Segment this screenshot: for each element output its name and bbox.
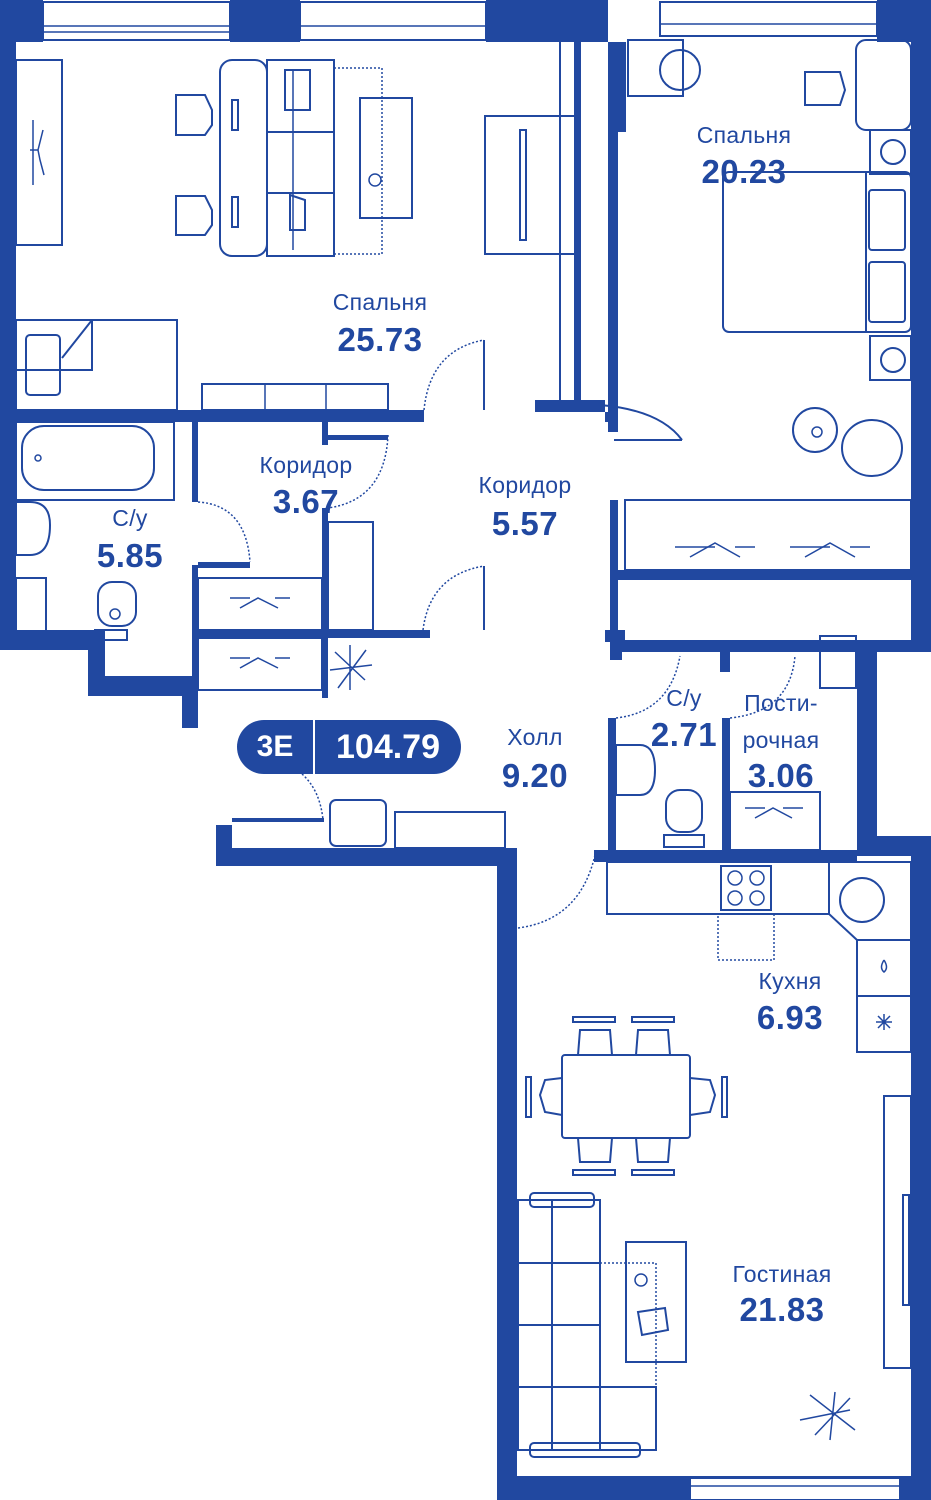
windows xyxy=(42,1,901,1500)
room-name-bathroom-small: С/у xyxy=(666,685,702,711)
badge-divider xyxy=(313,720,315,774)
room-name-laundry-line1: Пости- xyxy=(744,690,818,716)
room-area-hall: 9.20 xyxy=(501,757,569,794)
room-name-hall: Холл xyxy=(507,724,563,750)
bathroom-big-fixtures xyxy=(15,421,175,641)
room-area-bedroom-small: 20.23 xyxy=(701,153,787,190)
hall-furniture xyxy=(301,773,596,929)
room-name-living: Гостиная xyxy=(732,1261,832,1287)
bathroom-small-fixtures xyxy=(615,635,857,851)
room-name-laundry-line2: рочная xyxy=(742,727,820,753)
room-name-corridor-left: Коридор xyxy=(259,452,353,478)
room-area-bedroom-big: 25.73 xyxy=(337,321,423,358)
bedroom-small-furniture xyxy=(599,39,912,571)
room-name-kitchen: Кухня xyxy=(758,968,822,994)
room-name-corridor-mid: Коридор xyxy=(478,472,572,498)
room-area-living: 21.83 xyxy=(739,1291,825,1328)
kitchen-furniture xyxy=(606,861,912,1053)
room-area-corridor-left: 3.67 xyxy=(272,483,340,520)
room-area-kitchen: 6.93 xyxy=(756,999,824,1036)
corridor-furniture xyxy=(197,434,485,691)
living-furniture xyxy=(517,1016,912,1458)
room-area-bathroom-small: 2.71 xyxy=(650,716,718,753)
room-area-bathroom-big: 5.85 xyxy=(96,537,164,574)
bedroom-big-furniture xyxy=(15,39,576,411)
room-area-corridor-mid: 5.57 xyxy=(491,505,559,542)
apartment-type-code: 3E xyxy=(256,730,294,763)
room-name-bedroom-big: Спальня xyxy=(332,289,428,315)
room-area-laundry: 3.06 xyxy=(747,757,815,794)
room-name-bedroom-small: Спальня xyxy=(696,122,792,148)
apartment-total-area: 104.79 xyxy=(336,727,440,766)
room-name-bathroom-big: С/у xyxy=(112,505,148,531)
apartment-badge: 3E 104.79 xyxy=(237,720,461,774)
